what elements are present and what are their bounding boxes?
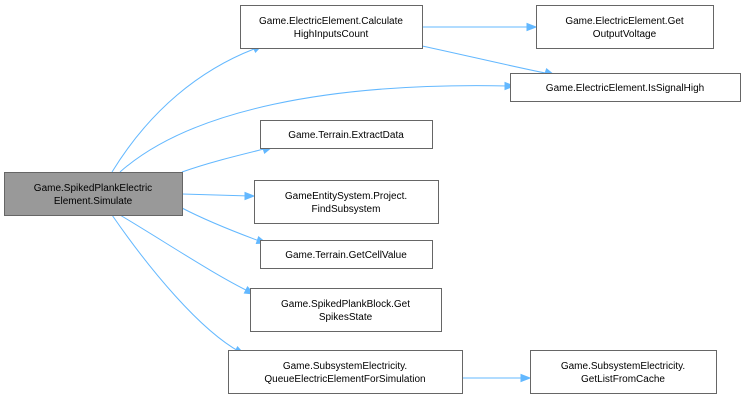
- edge-line: [119, 214, 251, 293]
- node-box: [250, 288, 442, 332]
- node-label: GameEntitySystem.Project.: [285, 191, 407, 202]
- node-label: HighInputsCount: [294, 29, 369, 40]
- edge-n0-n4: [181, 145, 274, 173]
- graph-node[interactable]: GameEntitySystem.Project. FindSubsystem: [254, 180, 439, 224]
- node-label: SpikesState: [319, 312, 373, 323]
- graph-node[interactable]: Game.SubsystemElectricity. QueueElectricE…: [228, 350, 463, 394]
- node-box: [510, 73, 741, 102]
- arrowhead-icon: [526, 22, 538, 32]
- node-box: [260, 120, 433, 149]
- edge-n0-n1: [111, 44, 264, 173]
- node-box: [260, 240, 433, 269]
- edge-line: [181, 207, 263, 243]
- edge-n0-n7: [119, 214, 256, 295]
- arrowhead-icon: [504, 81, 516, 91]
- node-label: Game.ElectricElement.Get: [565, 16, 684, 27]
- node-label: Game.Terrain.GetCellValue: [285, 250, 407, 261]
- edge-n8-n9: [462, 373, 532, 383]
- edge-n0-n5: [181, 191, 256, 201]
- graph-node[interactable]: Game.ElectricElement.CalculateHighInputs…: [240, 5, 423, 49]
- node-label: QueueElectricElementForSimulation: [264, 374, 425, 385]
- graph-node[interactable]: Game.Terrain.ExtractData: [260, 120, 433, 149]
- graph-node[interactable]: Game.SubsystemElectricity. GetListFromCac…: [530, 350, 717, 394]
- node-label: Game.ElectricElement.IsSignalHigh: [546, 83, 704, 94]
- node-box: [228, 350, 463, 394]
- edge-line: [111, 214, 241, 353]
- node-label: OutputVoltage: [593, 29, 657, 40]
- graph-node[interactable]: Game.ElectricElement.IsSignalHigh: [510, 73, 741, 102]
- node-label: Game.SubsystemElectricity.: [283, 361, 407, 372]
- edge-n0-n6: [181, 207, 268, 245]
- node-box: [4, 172, 183, 216]
- node-box: [536, 5, 714, 49]
- node-box: [530, 350, 717, 394]
- node-box: [240, 5, 423, 49]
- node-label: Game.SubsystemElectricity.: [561, 361, 685, 372]
- edge-n1-n3: [421, 45, 556, 77]
- node-label: Game.Terrain.ExtractData: [288, 130, 404, 141]
- edge-line: [181, 147, 269, 173]
- node-label: Game.SpikedPlankElectric: [34, 183, 152, 194]
- edge-n0-n8: [111, 214, 246, 355]
- node-box: [254, 180, 439, 224]
- edge-line: [181, 193, 251, 197]
- edge-n1-n2: [422, 22, 538, 32]
- edge-line: [421, 45, 551, 75]
- graph-node[interactable]: Game.Terrain.GetCellValue: [260, 240, 433, 269]
- node-label: GetListFromCache: [581, 374, 665, 385]
- node-label: Element.Simulate: [54, 196, 133, 207]
- node-label: Game.ElectricElement.Calculate: [259, 16, 403, 27]
- edge-line: [119, 85, 511, 173]
- node-label: FindSubsystem: [312, 204, 381, 215]
- edge-n0-n3: [119, 81, 516, 173]
- arrowhead-icon: [244, 191, 256, 201]
- arrowhead-icon: [520, 373, 532, 383]
- edge-line: [111, 48, 255, 173]
- node-label: Game.SpikedPlankBlock.Get: [281, 299, 410, 310]
- nodes-layer: Game.SpikedPlankElectricElement.Simulate…: [4, 5, 741, 394]
